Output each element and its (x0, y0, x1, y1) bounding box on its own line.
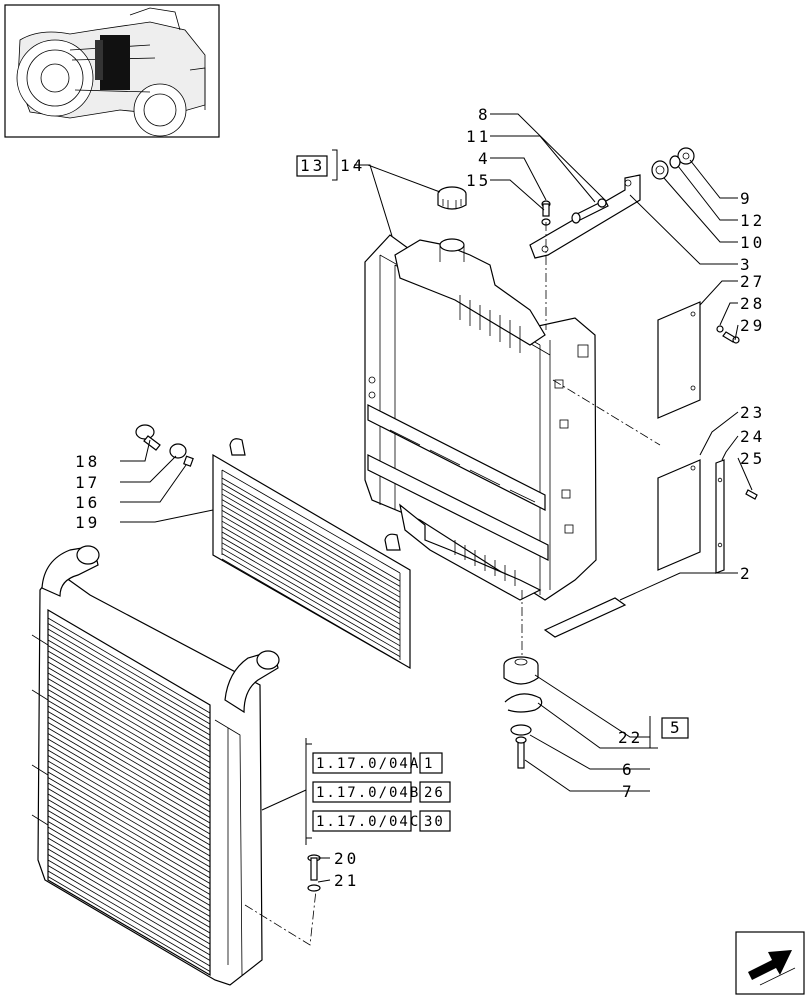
callouts: 8 11 4 15 9 12 10 3 13 14 27 28 29 23 24… (75, 105, 765, 890)
callout-23[interactable]: 23 (740, 403, 765, 422)
mount-washer (510, 724, 532, 736)
bracket-pin (571, 198, 609, 224)
callout-21[interactable]: 21 (334, 871, 359, 890)
reference-code-c[interactable]: 1.17.0/04C (316, 814, 420, 830)
callout-19[interactable]: 19 (75, 513, 100, 532)
callout-22[interactable]: 22 (618, 728, 643, 747)
reference-qty-c: 30 (424, 814, 445, 830)
reference-code-box (312, 810, 412, 832)
condenser-valve (135, 424, 194, 467)
callout-5[interactable]: 5 (670, 718, 683, 737)
tractor-thumbnail-icon[interactable] (4, 4, 220, 138)
alignment-lines (244, 222, 661, 946)
callout-5-box (661, 717, 689, 739)
callout-12[interactable]: 12 (740, 211, 765, 230)
intercooler (31, 545, 280, 986)
foam-strip (543, 597, 627, 638)
callout-29[interactable]: 29 (740, 316, 765, 335)
callout-13-box (296, 155, 328, 177)
callout-15[interactable]: 15 (466, 171, 491, 190)
reference-qty-box (419, 752, 443, 774)
strip-screw (745, 489, 758, 500)
reference-qty-box (419, 781, 451, 803)
reference-code-box (312, 781, 412, 803)
callout-20[interactable]: 20 (334, 849, 359, 868)
reference-qty-a: 1 (424, 756, 434, 772)
callout-16[interactable]: 16 (75, 493, 100, 512)
callout-6[interactable]: 6 (622, 760, 635, 779)
reference-code-a[interactable]: 1.17.0/04A (316, 756, 420, 772)
callout-18[interactable]: 18 (75, 452, 100, 471)
mount-bolt (515, 736, 527, 769)
seal-panel-lower (657, 459, 701, 571)
callout-10[interactable]: 10 (740, 233, 765, 252)
callout-7[interactable]: 7 (622, 782, 635, 801)
reference-qty-box (419, 810, 451, 832)
reference-code-box (312, 752, 412, 774)
callout-27[interactable]: 27 (740, 272, 765, 291)
callout-9[interactable]: 9 (740, 189, 753, 208)
reference-group: 1.17.0/04A 1 1.17.0/04B 26 1.17.0/04C 30 (305, 743, 451, 839)
callout-8[interactable]: 8 (478, 105, 491, 124)
seal-strip (715, 459, 725, 574)
callout-28[interactable]: 28 (740, 294, 765, 313)
rubber-bushes (651, 147, 695, 180)
callout-13[interactable]: 13 (300, 156, 325, 175)
reference-code-b[interactable]: 1.17.0/04B (316, 785, 420, 801)
callout-11[interactable]: 11 (466, 127, 491, 146)
intercooler-bolt (307, 854, 321, 892)
callout-14[interactable]: 14 (340, 156, 365, 175)
seal-panel-upper (657, 301, 701, 419)
leader-lines (120, 113, 753, 883)
callout-2[interactable]: 2 (740, 564, 753, 583)
callout-24[interactable]: 24 (740, 427, 765, 446)
radiator-cap-icon (437, 186, 467, 210)
next-page-arrow-icon[interactable] (735, 931, 805, 995)
rubber-mount (503, 656, 539, 685)
callout-25[interactable]: 25 (740, 449, 765, 468)
callout-4[interactable]: 4 (478, 149, 491, 168)
condenser (212, 438, 411, 670)
callout-17[interactable]: 17 (75, 473, 100, 492)
circlip (504, 693, 543, 713)
reference-qty-b: 26 (424, 785, 445, 801)
radiator (364, 234, 597, 601)
callout-3[interactable]: 3 (740, 255, 753, 274)
bracket-screw (541, 200, 551, 226)
